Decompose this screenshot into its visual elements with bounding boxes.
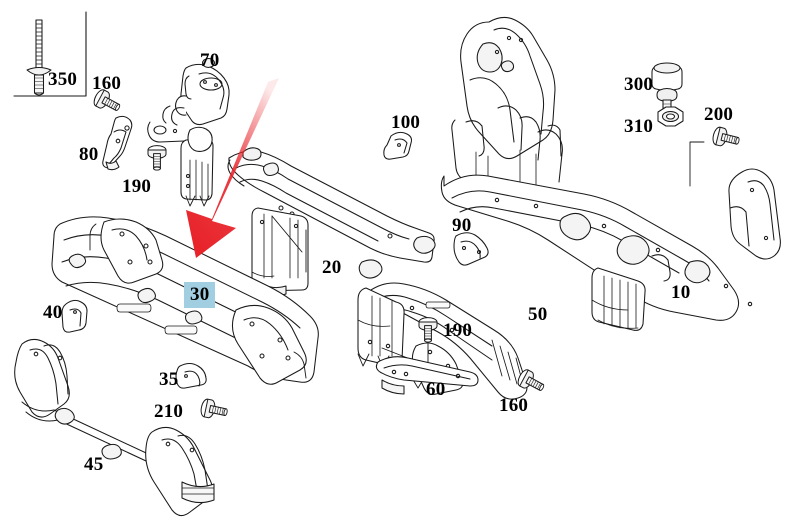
part-190-bolt-left [147,145,167,171]
part-20-cross-member [227,147,436,297]
callout-60[interactable]: 60 [426,379,446,400]
part-40-bracket [61,299,88,333]
part-70-bracket [147,57,230,207]
callout-210[interactable]: 210 [154,401,184,422]
callout-80[interactable]: 80 [79,144,99,165]
callout-310[interactable]: 310 [624,116,654,137]
callout-30-selected[interactable]: 30 [184,282,216,308]
part-45-lower-frame [14,338,215,517]
callout-35[interactable]: 35 [159,369,179,390]
callout-190-left[interactable]: 190 [122,176,152,197]
callout-90[interactable]: 90 [452,215,472,236]
inset-frame [13,11,87,97]
red-pointer-arrow [186,78,279,258]
part-200-screw [689,125,742,187]
part-310-nut [657,106,684,127]
part-90-bracket [453,232,489,266]
callout-40[interactable]: 40 [43,302,63,323]
callout-350[interactable]: 350 [48,69,78,90]
callout-45[interactable]: 45 [84,454,104,475]
part-210-screw [199,397,230,422]
part-35-bracket [175,362,207,389]
callout-200[interactable]: 200 [704,104,734,125]
callout-300[interactable]: 300 [624,74,654,95]
part-100-bracket [383,131,413,160]
part-350-rivet [26,19,52,96]
part-10-radiator-support [440,16,781,331]
callout-160-upper[interactable]: 160 [92,73,122,94]
callout-190-right[interactable]: 190 [443,320,473,341]
part-80-bracket [102,115,133,171]
callout-160-lower[interactable]: 160 [499,395,529,416]
callout-70[interactable]: 70 [200,50,220,71]
callout-10[interactable]: 10 [671,282,691,303]
part-60-tie-bar [375,356,479,395]
callout-20[interactable]: 20 [322,257,342,278]
callout-50[interactable]: 50 [528,304,548,325]
callout-100[interactable]: 100 [391,112,421,133]
